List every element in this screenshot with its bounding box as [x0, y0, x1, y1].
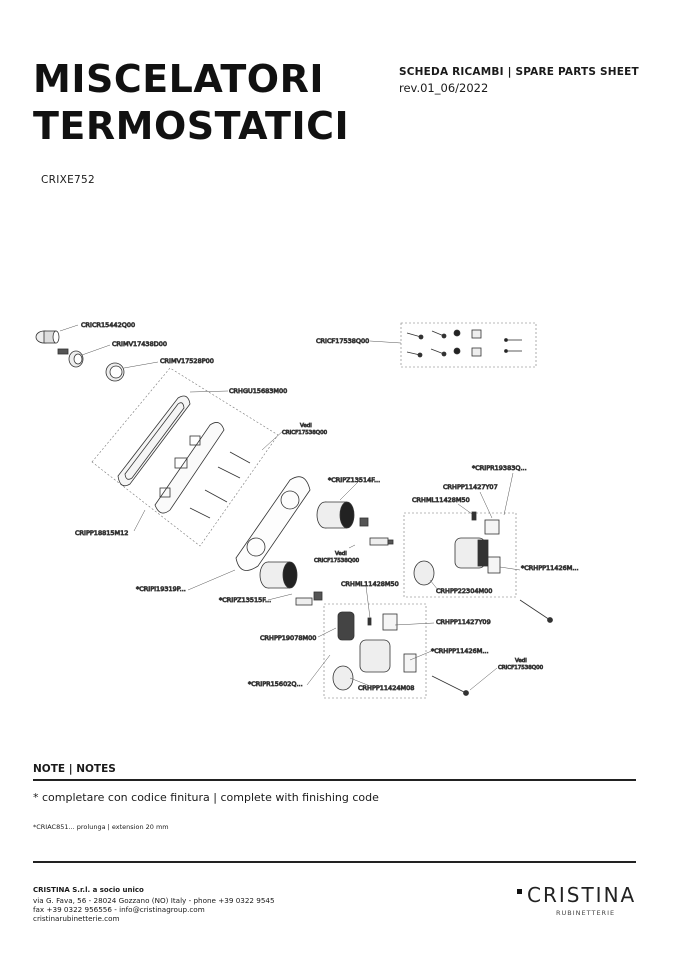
label-crhpp22304m00: CRHPP22304M00 — [436, 587, 492, 595]
gasket-plate — [117, 395, 191, 487]
label-cripz13514f: *CRIPZ13514F... — [328, 476, 380, 484]
label-vedi-1-code: CRICF17538Q00 — [282, 430, 328, 436]
label-crhml11428m50-1: CRHML11428M50 — [412, 496, 470, 504]
brand-subtitle: RUBINETTERIE — [556, 909, 616, 917]
label-cripi19319p: *CRIPI19319P... — [136, 585, 186, 593]
label-crimv17528p00: CRIMV17528P00 — [160, 357, 214, 365]
group-boxes — [91, 322, 537, 699]
note-extension: *CRIAC851... prolunga | extension 20 mm — [33, 823, 169, 831]
spindle-1 — [369, 537, 394, 546]
long-screw-2 — [431, 675, 469, 696]
footer-divider — [33, 861, 636, 863]
label-crhpp11427y09: CRHPP11427Y09 — [436, 618, 491, 626]
company-contact: fax +39 0322 956556 - info@cristinagroup… — [33, 905, 205, 914]
label-cripp18815m12: CRIPP18815M12 — [75, 529, 128, 537]
label-crhpp11426m-2: *CRHPP11426M... — [431, 647, 489, 655]
notes-divider — [33, 779, 636, 781]
company-address: via G. Fava, 56 - 28024 Gozzano (NO) Ita… — [33, 896, 275, 905]
label-crhpp19078m00: CRHPP19078M00 — [260, 634, 316, 642]
sheet-label: SCHEDA RICAMBI | SPARE PARTS SHEET — [399, 66, 639, 78]
title-line-1: MISCELATORI — [33, 57, 324, 101]
label-vedi-2: Vedi — [335, 551, 347, 557]
label-cripr19383q: *CRIPR19383Q... — [472, 464, 527, 472]
label-crhpp11426m-1: *CRHPP11426M... — [521, 564, 579, 572]
knob-2 — [259, 561, 298, 589]
leader-lines — [59, 324, 521, 691]
company-website: cristinarubinetterie.com — [33, 914, 120, 923]
label-cripr15602q: *CRIPR15602Q... — [248, 680, 303, 688]
back-plate — [154, 422, 225, 514]
product-code: CRIXE752 — [41, 174, 95, 186]
knob-1 — [316, 501, 369, 529]
cover-plate — [235, 476, 311, 571]
label-crimv17438d00: CRIMV17438D00 — [112, 340, 167, 348]
label-crhml11428m50-2: CRHML11428M50 — [341, 580, 399, 588]
cartridge-1 — [413, 511, 501, 586]
label-cricr15442q00: CRICR15442Q00 — [81, 321, 135, 329]
note-finishing-code: * completare con codice finitura | compl… — [33, 791, 379, 804]
label-crhpp11424m08: CRHPP11424M08 — [358, 684, 414, 692]
brand-logo: CRISTINA — [527, 883, 637, 907]
label-vedi-3-code: CRICF17538Q00 — [498, 665, 544, 671]
label-cripz13515f: *CRIPZ13515F... — [219, 596, 271, 604]
label-vedi-3: Vedi — [515, 658, 527, 664]
exploded-parts-diagram: CRICR15442Q00 CRIMV17438D00 CRIMV17528P0… — [35, 321, 579, 699]
screw-set — [406, 329, 522, 358]
company-name: CRISTINA S.r.l. a socio unico — [33, 886, 144, 894]
plate-screws — [189, 451, 251, 519]
label-vedi-2-code: CRICF17538Q00 — [314, 558, 360, 564]
cartridge-2 — [332, 611, 417, 691]
notes-title: NOTE | NOTES — [33, 763, 116, 775]
spindle-2 — [295, 591, 323, 606]
title-line-2: TERMOSTATICI — [33, 104, 350, 148]
label-vedi-1: Vedi — [300, 423, 312, 429]
ring-part-2 — [105, 362, 125, 382]
cap-part — [35, 330, 69, 355]
revision: rev.01_06/2022 — [399, 81, 489, 95]
brand-logo-square — [517, 889, 522, 894]
label-crhgu15683m00: CRHGU15683M00 — [229, 387, 287, 395]
long-screw-1 — [519, 599, 553, 623]
label-crhpp11427y07: CRHPP11427Y07 — [443, 483, 498, 491]
label-cricf17538q00: CRICF17538Q00 — [316, 337, 369, 345]
ring-part-1 — [68, 350, 84, 368]
